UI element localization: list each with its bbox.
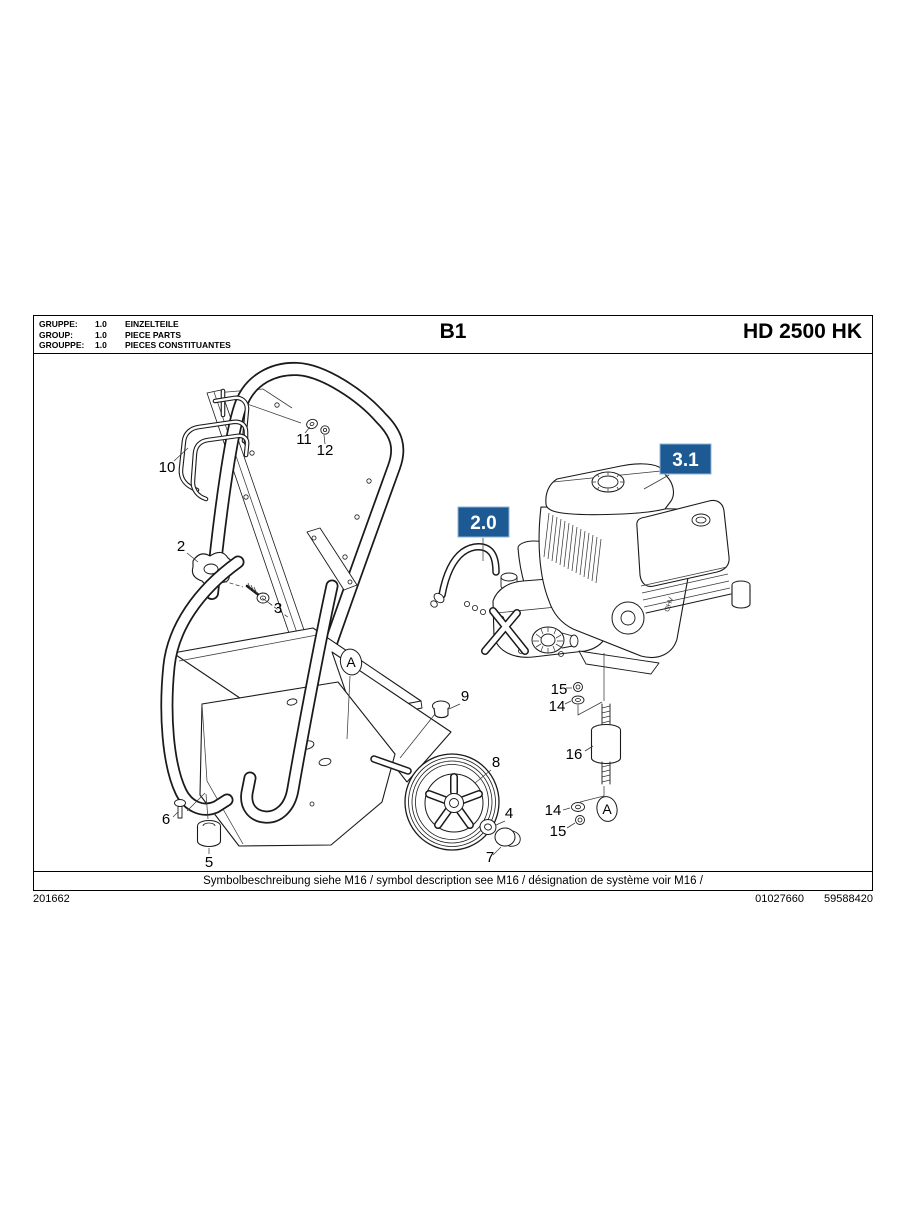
nut-12-drawing: [320, 425, 330, 435]
callout-16: 16: [566, 746, 583, 763]
handle-frame-drawing: [205, 361, 405, 676]
callout-15-top: 15: [551, 681, 568, 698]
callout-5: 5: [205, 854, 213, 871]
group-row-fr: GROUPPE: 1.0 PIECES CONSTITUANTES: [39, 340, 231, 351]
group-code-fr: 1.0: [95, 340, 107, 350]
doc-number-center: 01027660: [755, 893, 805, 905]
group-name-de: EINZELTEILE: [125, 319, 179, 329]
engine-ohv-text: OHV: [664, 596, 675, 613]
group-label-de: GRUPPE:: [39, 319, 78, 329]
content-frame: GRUPPE: 1.0 EINZELTEILE GROUP: 1.0 PIECE…: [33, 315, 873, 891]
hub-cap-7-drawing: [494, 827, 521, 847]
group-label-en: GROUP:: [39, 329, 73, 340]
callout-10: 10: [159, 459, 176, 476]
cable-hook-drawing: [178, 388, 250, 502]
group-row-de: GRUPPE: 1.0 EINZELTEILE: [39, 319, 231, 330]
group-code-de: 1.0: [95, 319, 107, 329]
callout-labels: 10 11 12 2 3 6 5 9 8 4 7 15: [159, 426, 583, 871]
group-name-en: PIECE PARTS: [125, 329, 182, 340]
washer-11-drawing: [306, 418, 318, 430]
engine-assembly-ref-label[interactable]: 3.1: [672, 450, 699, 471]
pump-assembly-ref[interactable]: 2.0: [457, 506, 510, 561]
view-marker-a-top-text: A: [346, 654, 356, 670]
callout-2: 2: [177, 538, 185, 555]
callout-4: 4: [505, 805, 513, 822]
callout-14-bottom: 14: [545, 802, 562, 819]
cart-chassis-drawing: [160, 555, 452, 847]
nut-15-top-drawing: [566, 682, 583, 692]
rubber-foot-drawing: [196, 820, 222, 854]
support-bar-drawing: [306, 527, 358, 591]
group-label-fr: GROUPPE:: [39, 340, 85, 350]
callout-11: 11: [296, 431, 312, 448]
screw-6-drawing: [174, 792, 209, 820]
view-marker-a-top: A: [339, 648, 363, 740]
wheel-drawing: [404, 753, 500, 851]
callout-3: 3: [274, 600, 282, 617]
callout-15-bottom: 15: [550, 823, 567, 840]
callout-14-top: 14: [549, 698, 566, 715]
page-header: GRUPPE: 1.0 EINZELTEILE GROUP: 1.0 PIECE…: [34, 316, 872, 354]
washer-14-bottom-drawing: [562, 802, 585, 812]
callout-9: 9: [461, 688, 469, 705]
engine-mount-hardware: A: [562, 653, 622, 829]
view-marker-a-bottom-text: A: [602, 801, 612, 817]
symbol-note: Symbolbeschreibung siehe M16 / symbol de…: [34, 871, 872, 890]
group-block: GRUPPE: 1.0 EINZELTEILE GROUP: 1.0 PIECE…: [39, 319, 231, 351]
rubber-mount-16-drawing: [584, 703, 622, 785]
group-code-en: 1.0: [95, 329, 107, 340]
axle-cap-9-drawing: [399, 700, 450, 759]
view-marker-a-bottom: A: [596, 796, 618, 822]
nut-15-bottom-drawing: [566, 815, 585, 829]
washer-14-top-drawing: [564, 695, 585, 705]
group-name-fr: PIECES CONSTITUANTES: [125, 340, 231, 350]
engine-assembly-ref[interactable]: 3.1: [643, 443, 712, 490]
washer-4-drawing: [479, 818, 497, 836]
callout-8: 8: [492, 754, 500, 771]
model-name: HD 2500 HK: [742, 320, 862, 343]
callout-7: 7: [486, 849, 494, 866]
doc-number-left: 201662: [33, 893, 70, 905]
doc-number-right: 59588420: [824, 893, 873, 905]
exploded-diagram: A: [159, 361, 751, 871]
wheel-spokes: [425, 773, 483, 829]
callout-12: 12: [317, 442, 334, 459]
sheet-code: B1: [439, 320, 467, 343]
engine-drawing: OHV: [538, 463, 751, 675]
callout-6: 6: [162, 811, 170, 828]
group-row-en: GROUP: 1.0 PIECE PARTS: [39, 330, 231, 341]
pump-assembly-ref-label[interactable]: 2.0: [470, 513, 496, 534]
document-numbers: 201662 01027660 59588420: [33, 893, 873, 905]
